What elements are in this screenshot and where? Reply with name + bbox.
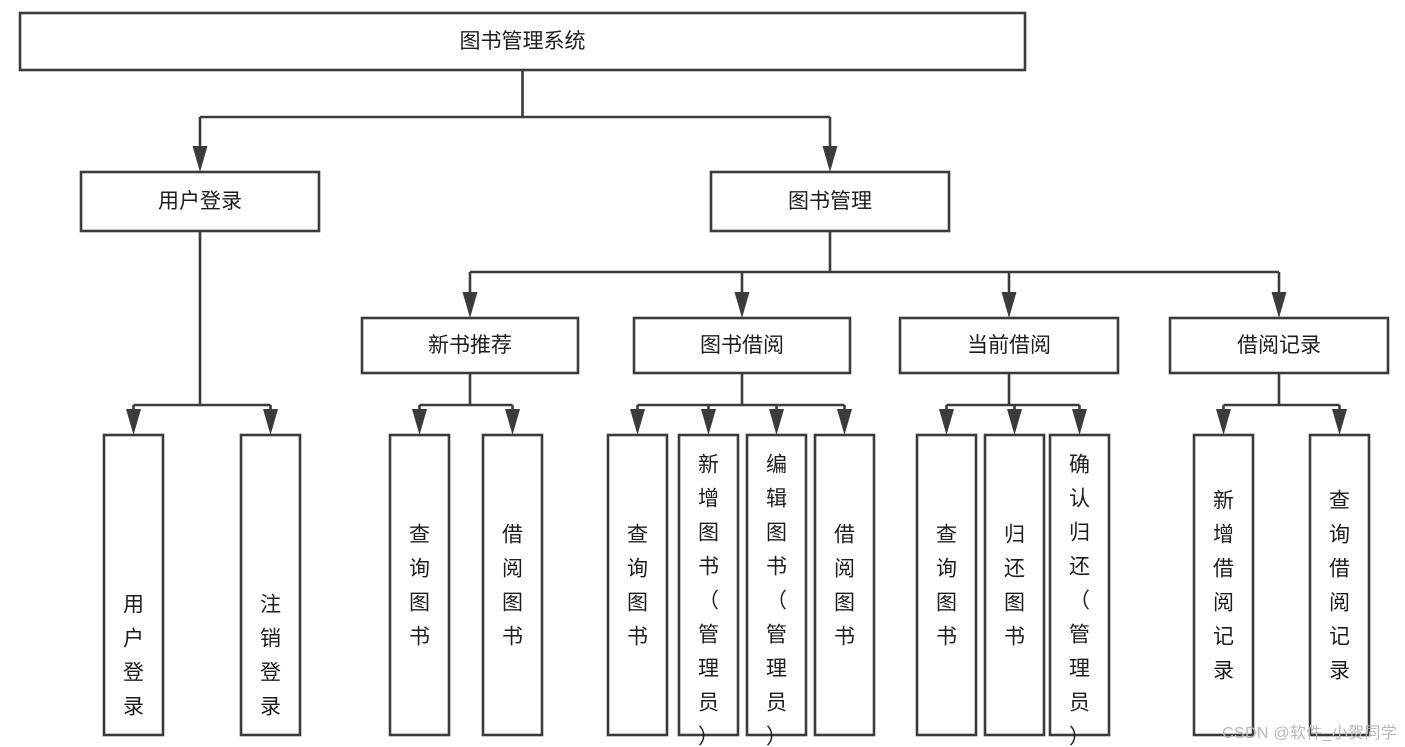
node-box[interactable]: [709, 170, 951, 233]
connector-conn-borrow-record: [1216, 373, 1347, 435]
node-leaf-add-borrow-record[interactable]: 新增借阅记录: [1192, 433, 1255, 737]
node-leaf-user-login[interactable]: 用户登录: [102, 433, 165, 737]
arrow-head-icon: [192, 146, 208, 172]
connector-layer: [126, 70, 1347, 435]
node-leaf-edit-book-admin[interactable]: 编辑图书（管理员）: [745, 433, 808, 747]
node-label: 编辑图书（管理员）: [766, 453, 787, 747]
arrow-head-icon: [1216, 409, 1231, 435]
node-label: 借阅记录: [1237, 334, 1321, 357]
node-label: 借阅图书: [834, 523, 855, 648]
node-box[interactable]: [632, 316, 852, 375]
node-box[interactable]: [606, 433, 669, 737]
arrow-head-icon: [1332, 409, 1347, 435]
node-box[interactable]: [79, 170, 321, 233]
node-leaf-user-logout[interactable]: 注销登录: [239, 433, 302, 737]
node-book-borrow[interactable]: 图书借阅: [632, 316, 852, 375]
node-leaf-add-book-admin[interactable]: 新增图书（管理员）: [677, 433, 740, 747]
node-box[interactable]: [388, 433, 451, 737]
node-new-book-recommend[interactable]: 新书推荐: [360, 316, 580, 375]
node-book-manage[interactable]: 图书管理: [709, 170, 951, 233]
node-box[interactable]: [813, 433, 876, 737]
node-leaf-return-book[interactable]: 归还图书: [983, 433, 1046, 737]
node-box[interactable]: [898, 316, 1120, 375]
arrow-head-icon: [1007, 409, 1022, 435]
node-box[interactable]: [239, 433, 302, 737]
arrow-head-icon: [505, 409, 520, 435]
node-borrow-record[interactable]: 借阅记录: [1168, 316, 1390, 375]
node-box[interactable]: [18, 11, 1027, 72]
node-label: 用户登录: [158, 190, 242, 213]
node-label: 用户登录: [123, 593, 144, 718]
node-current-borrow[interactable]: 当前借阅: [898, 316, 1120, 375]
node-label: 查询图书: [409, 523, 430, 648]
node-label: 新书推荐: [428, 334, 512, 357]
connector-conn-new-book-recommend: [412, 373, 520, 435]
node-root[interactable]: 图书管理系统: [18, 11, 1027, 72]
arrow-head-icon: [126, 409, 141, 435]
node-label: 确认归还（管理员）: [1069, 453, 1090, 747]
node-leaf-borrow-book-recommend[interactable]: 借阅图书: [481, 433, 544, 737]
arrow-head-icon: [412, 409, 427, 435]
node-box[interactable]: [481, 433, 544, 737]
node-leaf-confirm-return-admin[interactable]: 确认归还（管理员）: [1048, 433, 1111, 747]
node-box[interactable]: [1048, 433, 1111, 737]
node-box[interactable]: [983, 433, 1046, 737]
node-label: 注销登录: [260, 593, 281, 718]
node-leaf-query-book-recommend[interactable]: 查询图书: [388, 433, 451, 737]
node-label: 当前借阅: [967, 334, 1051, 357]
node-box[interactable]: [745, 433, 808, 737]
arrow-head-icon: [939, 409, 954, 435]
arrow-head-icon: [769, 409, 784, 435]
node-box[interactable]: [360, 316, 580, 375]
node-label: 图书管理系统: [460, 30, 586, 53]
node-box[interactable]: [677, 433, 740, 737]
node-label: 图书管理: [788, 190, 872, 213]
arrow-head-icon: [1271, 292, 1287, 318]
arrow-head-icon: [822, 146, 838, 172]
node-label: 查询图书: [936, 523, 957, 648]
arrow-head-icon: [630, 409, 645, 435]
node-user-login[interactable]: 用户登录: [79, 170, 321, 233]
node-label: 查询图书: [627, 523, 648, 648]
arrow-head-icon: [1001, 292, 1017, 318]
arrow-head-icon: [837, 409, 852, 435]
node-layer: 图书管理系统用户登录图书管理新书推荐图书借阅当前借阅借阅记录用户登录注销登录查询…: [18, 11, 1390, 747]
node-leaf-query-book-borrow[interactable]: 查询图书: [606, 433, 669, 737]
connector-conn-book-borrow: [630, 373, 852, 435]
connector-conn-user-login: [126, 231, 278, 435]
node-label: 归还图书: [1004, 523, 1025, 648]
node-box[interactable]: [102, 433, 165, 737]
node-label: 图书借阅: [700, 334, 784, 357]
node-label: 新增图书（管理员）: [698, 453, 719, 747]
node-leaf-query-borrow-record[interactable]: 查询借阅记录: [1308, 433, 1371, 737]
node-label: 借阅图书: [502, 523, 523, 648]
node-box[interactable]: [1192, 433, 1255, 737]
arrow-head-icon: [462, 292, 478, 318]
node-label: 查询借阅记录: [1329, 489, 1350, 682]
arrow-head-icon: [1072, 409, 1087, 435]
node-box[interactable]: [1308, 433, 1371, 737]
node-leaf-borrow-book[interactable]: 借阅图书: [813, 433, 876, 737]
node-label: 新增借阅记录: [1213, 489, 1234, 682]
node-box[interactable]: [915, 433, 978, 737]
node-box[interactable]: [1168, 316, 1390, 375]
arrow-head-icon: [263, 409, 278, 435]
connector-conn-root: [192, 70, 838, 172]
arrow-head-icon: [734, 292, 750, 318]
node-leaf-query-book-current[interactable]: 查询图书: [915, 433, 978, 737]
connector-conn-current-borrow: [939, 373, 1087, 435]
connector-conn-book-manage: [462, 231, 1287, 318]
arrow-head-icon: [701, 409, 716, 435]
